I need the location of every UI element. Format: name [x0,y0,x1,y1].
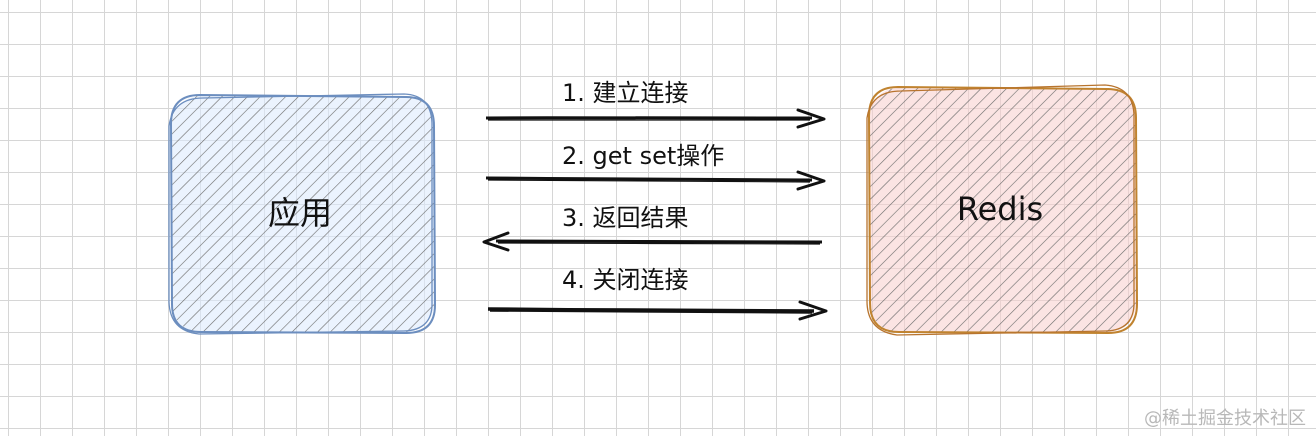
redis-label: Redis [957,190,1043,228]
step-4-label: 4. 关闭连接 [562,266,689,294]
step-1-label: 1. 建立连接 [562,79,689,107]
redis-node: Redis [866,84,1139,336]
step-1-arrow: 1. 建立连接 [485,79,826,129]
watermark: @稀土掘金技术社区 [1144,408,1306,429]
step-3-arrow: 3. 返回结果 [482,204,823,252]
step-4-arrow: 4. 关闭连接 [487,266,828,321]
app-label: 应用 [268,194,332,232]
step-3-label: 3. 返回结果 [562,204,689,232]
step-2-label: 2. get set操作 [562,142,724,170]
app-node: 应用 [168,93,437,335]
step-2-arrow: 2. get set操作 [485,142,826,191]
